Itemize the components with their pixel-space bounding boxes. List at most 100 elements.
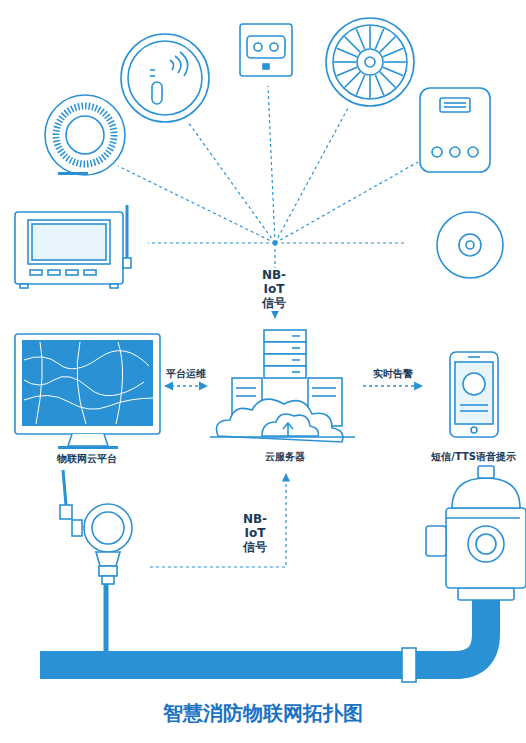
server-drawing [312,387,336,389]
hydrant [458,588,514,600]
server-drawing [292,371,300,373]
gas-detector [152,82,162,104]
phone-drawing [450,352,498,437]
pressure-transmitter [60,505,72,519]
socket-sensor [263,64,269,69]
pressure-transmitter [63,470,66,505]
server-drawing [236,387,256,389]
gas-detector [170,52,188,76]
hydrant [426,466,526,600]
control-panel [123,258,131,268]
heat-detector [384,61,406,63]
hydrant [452,478,520,508]
pressure-transmitter [99,566,117,576]
control-panel [15,212,123,284]
heat-detector [334,61,356,63]
pressure-transmitter [102,576,114,584]
monitor-drawing [22,340,153,426]
phone-drawing [450,352,498,437]
device-node: 物联网云平台 [12,330,162,466]
control-panel [110,284,118,288]
device-node: 短信/TTS语音提示 [425,350,522,464]
signal-label: NB-IoT 信号 [241,512,269,555]
pipe [40,580,486,682]
heat-detector [380,37,396,53]
signal-rays [275,242,405,243]
socket-sensor [240,24,292,76]
server-drawing [262,414,318,436]
node-label: 云服务器 [263,450,307,464]
edge-label: 实时告警 [371,367,415,381]
alarm-box [420,88,490,172]
pressure-transmitter [60,470,132,584]
alarm-box [468,147,478,157]
gas-detector [121,34,209,122]
monitor-drawing [15,334,160,449]
control-panel [48,270,60,275]
server-drawing [264,330,306,342]
device-node: 云服务器 [210,328,360,464]
monitor-drawing [58,446,118,449]
disc-sensor [459,234,481,256]
heat-detector [375,29,383,49]
pressure-transmitter [84,504,132,552]
control-panel [32,224,106,260]
heat-detector [345,37,361,53]
edge-label: 平台运维 [164,367,208,381]
gas-detector [121,34,209,122]
hydrant [468,526,504,562]
smoke-detector [66,116,104,154]
pressure-transmitter [96,552,120,566]
disc-sensor [437,212,503,278]
heat-detector [375,75,383,95]
signal-rays [275,108,348,243]
signal-rays [188,122,275,243]
diagram-title: 智慧消防物联网拓扑图 [0,700,526,727]
transmitter-signal [150,474,286,567]
pipe [402,648,416,682]
heat-detector [326,18,414,106]
server-drawing [292,359,300,361]
smoke-detector [58,172,88,175]
heat-detector [333,25,407,99]
gas-detector [150,75,155,77]
heat-detector [369,26,371,48]
socket-sensor [270,43,278,51]
heat-detector [356,75,364,95]
hydrant [446,508,526,588]
phone-drawing [460,410,488,412]
node-label: 物联网云平台 [55,452,119,466]
server-drawing [283,423,293,436]
signal-rays [148,242,275,243]
control-panel [84,270,96,275]
signal-hub [273,241,278,246]
socket-sensor [254,43,262,51]
disc-sensor [466,241,474,249]
server-drawing [210,330,355,442]
hydrant [476,534,496,554]
pressure-transmitter [72,520,82,536]
pipe [104,580,109,651]
heat-detector [334,26,406,98]
gas-detector [128,41,202,115]
hydrant [446,517,520,519]
smoke-detector [45,95,125,175]
heat-detector [337,67,357,75]
dashed-connector [165,385,207,386]
phone-drawing [455,362,493,424]
monitor-drawing [24,342,154,424]
server-drawing [292,347,300,349]
pressure-transmitter [92,512,124,544]
transmitter-signal [150,474,286,567]
signal-rays [268,86,275,243]
alarm-box [444,106,466,108]
hydrant [426,526,446,556]
heat-detector [365,57,375,67]
gas-detector [150,69,155,71]
control-panel [30,270,42,275]
socket-sensor [247,36,285,58]
hydrant [478,466,494,478]
server-drawing [217,399,343,442]
